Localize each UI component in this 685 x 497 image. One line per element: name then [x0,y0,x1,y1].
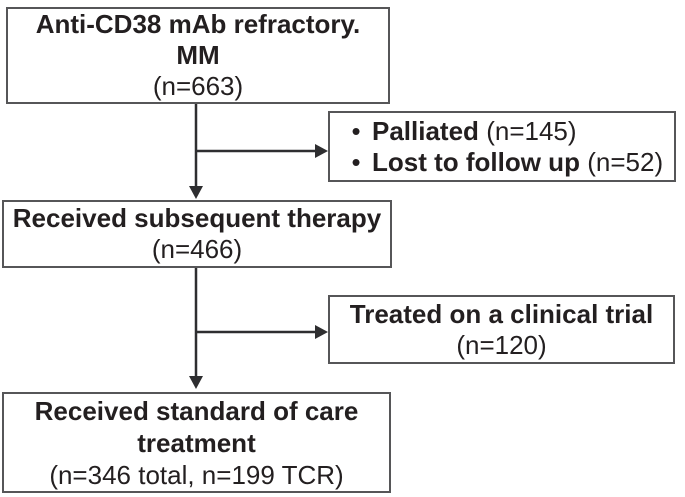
arrowhead-down-1-icon [189,186,203,199]
node-title-line: Received subsequent therapy [12,203,382,233]
bullet-icon: • [351,146,361,177]
node-clinical-trial: Treated on a clinical trial (n=120) [328,295,675,364]
node-title-line: MM [176,40,220,70]
node-title-line: Received standard of care [34,395,359,426]
exclusion-label: Lost to follow up [372,146,580,177]
exclusion-label: Palliated [372,115,479,146]
exclusion-count: (n=52) [587,146,664,177]
node-title-line: Anti-CD38 mAb refractory. [35,9,361,39]
node-count: (n=120) [456,329,547,360]
node-anti-cd38-refractory: Anti-CD38 mAb refractory. MM (n=663) [6,7,390,104]
node-count: (n=346 total, n=199 TCR) [49,459,344,490]
node-title-line: treatment [137,427,256,458]
arrowhead-down-2-icon [189,376,203,389]
node-exclusions: • Palliated(n=145) • Lost to follow up(n… [328,111,676,182]
node-title-line: Treated on a clinical trial [349,298,654,329]
arrowhead-right-2-icon [315,325,328,339]
exclusion-count: (n=145) [486,115,577,146]
list-item: • Palliated(n=145) [330,116,674,147]
node-count: (n=466) [151,234,243,264]
arrowhead-right-1-icon [315,144,328,158]
node-count: (n=663) [152,71,244,101]
bullet-icon: • [351,115,361,146]
list-item: • Lost to follow up(n=52) [330,147,674,178]
node-standard-of-care: Received standard of care treatment (n=3… [2,392,391,493]
node-subsequent-therapy: Received subsequent therapy (n=466) [2,200,392,268]
